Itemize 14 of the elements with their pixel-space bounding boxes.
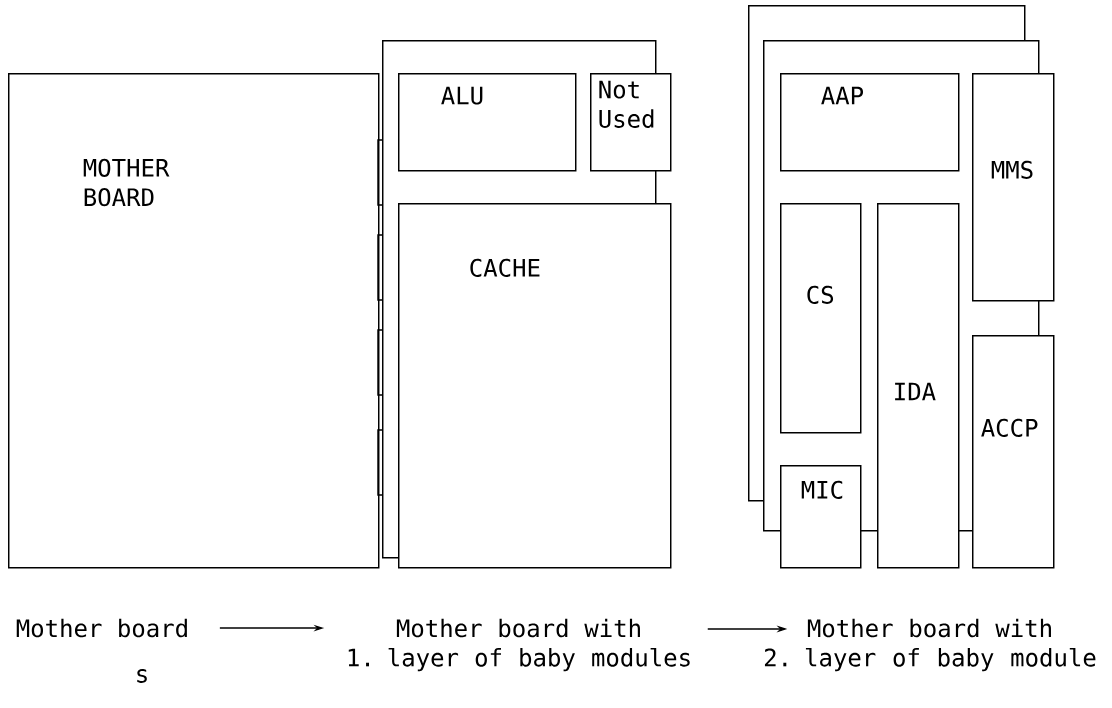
module-box: CS (780, 203, 862, 434)
module-box: ACCP (972, 335, 1055, 569)
module-box: CACHE (398, 203, 672, 569)
module-box: Not Used (590, 73, 672, 172)
module-box: AAP (780, 73, 960, 172)
module-box: IDA (877, 203, 960, 569)
caption-text: Mother board with 2. layer of baby module (764, 618, 1096, 672)
motherboard-drawing: MOTHER BOARD (8, 73, 401, 569)
module-box: MIC (780, 465, 862, 569)
caption-text: Mother board (16, 618, 187, 638)
module-box: ALU (398, 73, 577, 172)
caption-text: Mother board with 1. layer of baby modules (348, 618, 690, 672)
module-box: MMS (972, 73, 1055, 302)
caption-text: s (137, 669, 147, 683)
